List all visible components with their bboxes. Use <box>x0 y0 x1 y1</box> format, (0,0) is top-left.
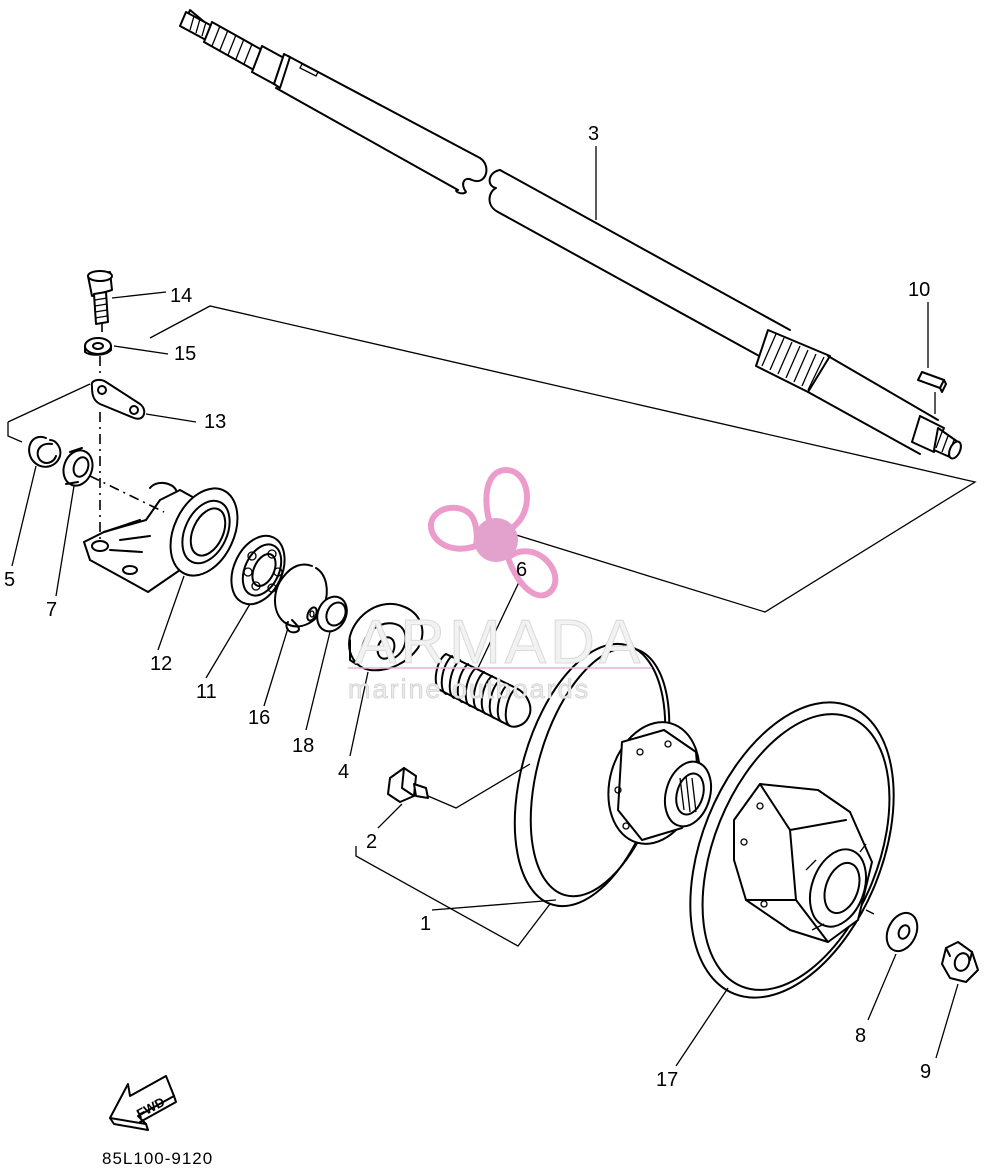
lock-plate <box>90 378 146 420</box>
part-label-1: 1 <box>420 913 431 935</box>
part-label-6: 6 <box>516 559 527 581</box>
part-label-13: 13 <box>204 411 226 433</box>
part-label-16: 16 <box>248 707 270 729</box>
circlip <box>28 435 62 468</box>
part-label-10: 10 <box>908 279 930 301</box>
drive-shaft <box>179 9 962 460</box>
forward-arrow: FWD <box>109 1075 177 1131</box>
part-label-5: 5 <box>4 569 15 591</box>
bearing-housing <box>83 482 239 593</box>
primary-sheave <box>513 642 713 908</box>
plain-washer <box>885 911 919 953</box>
part-label-18: 18 <box>292 735 314 757</box>
part-label-11: 11 <box>196 681 217 703</box>
part-label-2: 2 <box>366 831 377 853</box>
woodruff-key <box>917 371 947 393</box>
pin <box>387 767 429 803</box>
snap-ring <box>274 563 328 634</box>
assembly-centerlines <box>89 322 531 809</box>
collar <box>306 595 348 633</box>
spring-seat <box>348 603 424 672</box>
compression-spring <box>434 653 532 728</box>
propeller-icon <box>427 466 559 599</box>
lock-washer <box>84 337 112 356</box>
part-label-14: 14 <box>170 285 192 307</box>
part-label-12: 12 <box>150 653 172 675</box>
part-label-7: 7 <box>46 599 57 621</box>
watermark-subtitle: marine outboards <box>348 674 590 704</box>
hex-nut <box>941 941 979 983</box>
bolt <box>87 270 113 325</box>
part-number-labels: 3 10 14 15 13 5 7 12 11 16 18 4 6 2 1 17… <box>4 123 931 1091</box>
part-label-9: 9 <box>920 1061 931 1083</box>
oil-seal <box>62 447 94 487</box>
secondary-sheave <box>689 701 895 999</box>
watermark-title: ARMADA <box>355 608 644 677</box>
part-label-4: 4 <box>338 761 349 783</box>
part-label-17: 17 <box>656 1069 678 1091</box>
armada-watermark: ARMADA marine outboards <box>348 466 652 704</box>
leader-lines <box>11 146 959 1067</box>
part-label-8: 8 <box>855 1025 866 1047</box>
part-label-3: 3 <box>588 123 599 145</box>
part-label-15: 15 <box>174 343 196 365</box>
drawing-code: 85L100-9120 <box>102 1149 213 1168</box>
assembly-bracket-outline <box>7 305 977 947</box>
